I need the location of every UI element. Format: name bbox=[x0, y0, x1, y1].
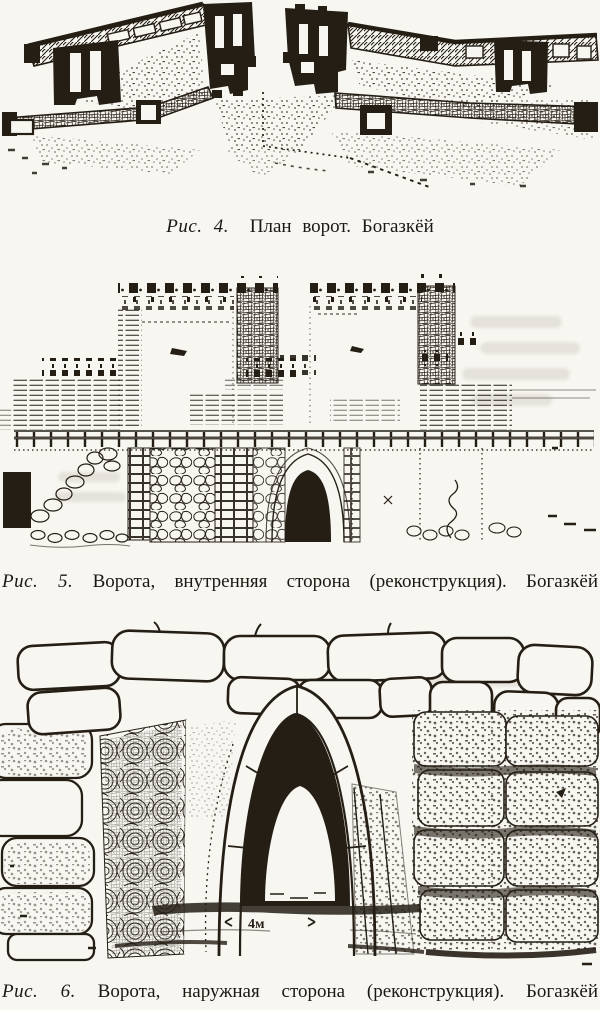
figure-5-text: Ворота, внутренняя сторона (реконструкци… bbox=[92, 571, 599, 592]
left-tower-face bbox=[236, 287, 279, 384]
dotted-path bbox=[262, 92, 433, 189]
gate-plan-drawing bbox=[2, 1, 599, 189]
figure-6-outer-side: 4м Рис. 6. Ворота, наружная сторона (рек… bbox=[0, 616, 600, 1002]
bleed-through-smudges bbox=[54, 316, 580, 502]
gate-arch bbox=[265, 447, 351, 543]
figure-5-caption: Рис. 5. Ворота, внутренняя сторона (реко… bbox=[0, 570, 600, 594]
top-boulders bbox=[16, 621, 600, 740]
figure-4-text: План ворот. Богазкёй bbox=[249, 216, 434, 237]
figure-6-label: Рис. 6. bbox=[2, 981, 76, 1002]
figure-5-inner-side: Рис. 5. Ворота, внутренняя сторона (реко… bbox=[0, 258, 600, 592]
right-jamb bbox=[351, 783, 415, 955]
inner-side-drawing bbox=[0, 274, 596, 548]
figure-5-label: Рис. 5. bbox=[2, 571, 74, 592]
figure-4-plan: Рис. 4. План ворот. Богазкёй bbox=[0, 0, 600, 237]
lower-masonry bbox=[3, 447, 361, 544]
wall-shading bbox=[0, 306, 596, 430]
right-wall-band bbox=[347, 21, 599, 94]
right-tower-face bbox=[417, 285, 456, 385]
stone-socle bbox=[14, 430, 594, 451]
figure-6-caption: Рис. 6. Ворота, наружная сторона (реконс… bbox=[0, 980, 600, 1004]
figure-4-label: Рис. 4. bbox=[166, 216, 230, 237]
lower-outer-wall bbox=[2, 86, 598, 136]
right-lower-details bbox=[29, 446, 596, 548]
left-bastion bbox=[53, 40, 121, 105]
ground-threshold: 4м bbox=[10, 864, 592, 966]
scale-label: 4м bbox=[248, 917, 265, 932]
figure-6-text: Ворота, наружная сторона (реконструкция)… bbox=[97, 981, 598, 1002]
outer-side-drawing: 4м bbox=[0, 621, 600, 966]
gate-arch bbox=[217, 684, 377, 957]
figure-4-caption: Рис. 4. План ворот. Богазкёй bbox=[0, 215, 600, 239]
right-pier-stones bbox=[412, 710, 600, 959]
